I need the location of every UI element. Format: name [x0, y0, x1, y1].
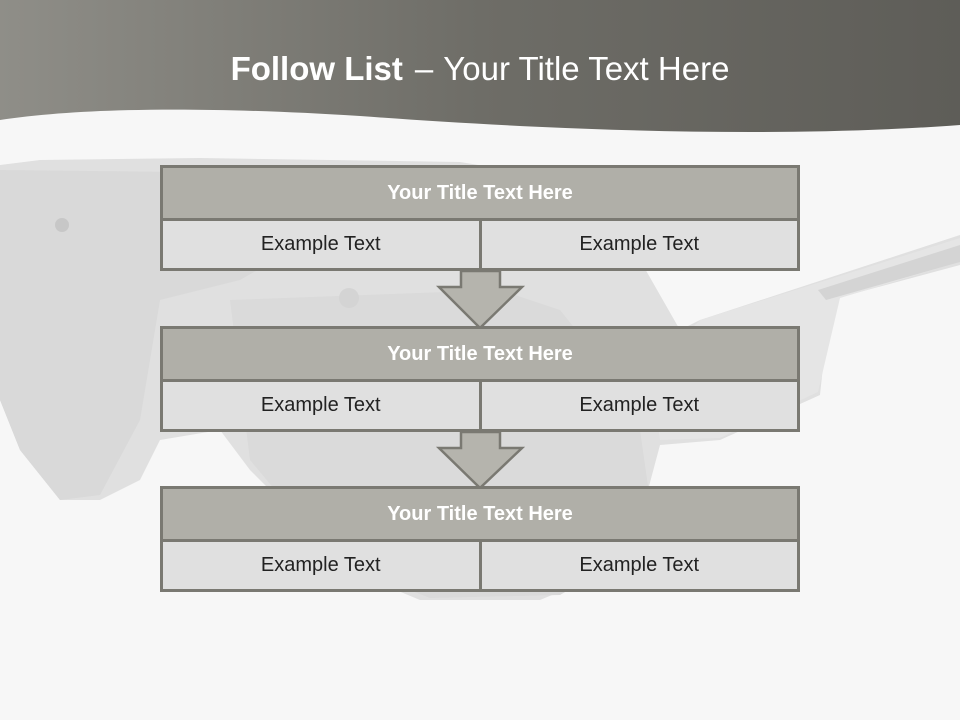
block-title: Your Title Text Here	[160, 165, 800, 221]
slide-title: Follow List–Your Title Text Here	[0, 50, 960, 88]
block-cell-left: Example Text	[160, 542, 482, 592]
block-cell-left: Example Text	[160, 382, 482, 432]
slide-title-rest: Your Title Text Here	[443, 50, 730, 87]
list-block-1: Your Title Text Here Example Text Exampl…	[160, 165, 800, 271]
list-block-3: Your Title Text Here Example Text Exampl…	[160, 486, 800, 592]
list-block-2: Your Title Text Here Example Text Exampl…	[160, 326, 800, 432]
down-arrow-1	[435, 269, 526, 330]
block-title: Your Title Text Here	[160, 326, 800, 382]
block-title: Your Title Text Here	[160, 486, 800, 542]
block-row: Example Text Example Text	[160, 382, 800, 432]
block-cell-right: Example Text	[481, 542, 800, 592]
block-cell-right: Example Text	[481, 382, 800, 432]
block-row: Example Text Example Text	[160, 542, 800, 592]
block-cell-right: Example Text	[481, 221, 800, 271]
slide-title-bold: Follow List	[230, 50, 403, 87]
down-arrow-2	[435, 430, 526, 490]
block-row: Example Text Example Text	[160, 221, 800, 271]
slide-title-separator: –	[414, 50, 434, 87]
block-cell-left: Example Text	[160, 221, 482, 271]
header-band	[0, 0, 960, 132]
